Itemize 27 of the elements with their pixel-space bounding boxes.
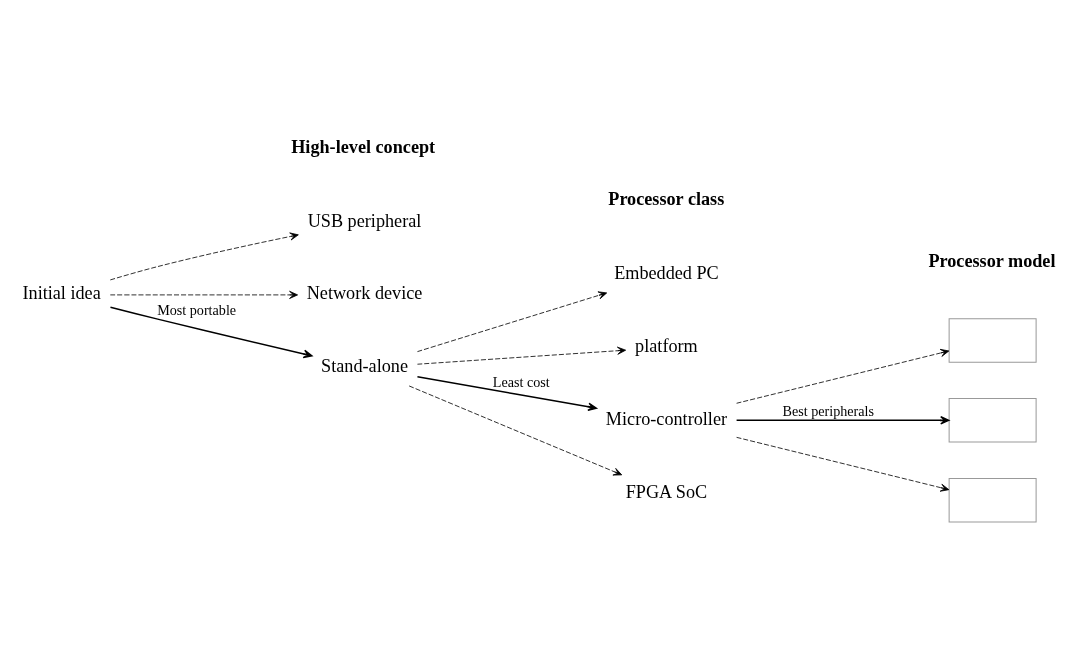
arrow: [109, 290, 298, 299]
label: High-level concept: [291, 136, 436, 157]
arrow: [417, 346, 627, 365]
edge-label: Best peripherals: [782, 403, 875, 420]
node-text: platform: [635, 335, 698, 356]
node-box: [948, 477, 1037, 523]
arrow: [735, 415, 950, 425]
edge-label: Most portable: [157, 302, 237, 319]
node-box: [948, 318, 1037, 363]
node-text: Network device: [306, 283, 423, 304]
arrow: [417, 291, 608, 352]
node-text: Initial idea: [22, 283, 101, 304]
arrow: [736, 348, 950, 404]
node-text: FPGA SoC: [625, 481, 708, 502]
node-text: Micro-controller: [605, 408, 728, 429]
edge-label: Least cost: [492, 374, 550, 391]
label: Processor class: [608, 189, 725, 210]
label: Processor model: [928, 250, 1056, 271]
arrow: [736, 436, 950, 492]
node-box: [948, 398, 1037, 443]
arrow: [408, 385, 623, 476]
arrow: [416, 376, 598, 412]
arrow: [109, 306, 313, 359]
node-text: USB peripheral: [307, 210, 422, 231]
arrow: [109, 232, 299, 281]
node-text: Embedded PC: [614, 263, 719, 284]
node-text: Stand-alone: [321, 356, 408, 377]
